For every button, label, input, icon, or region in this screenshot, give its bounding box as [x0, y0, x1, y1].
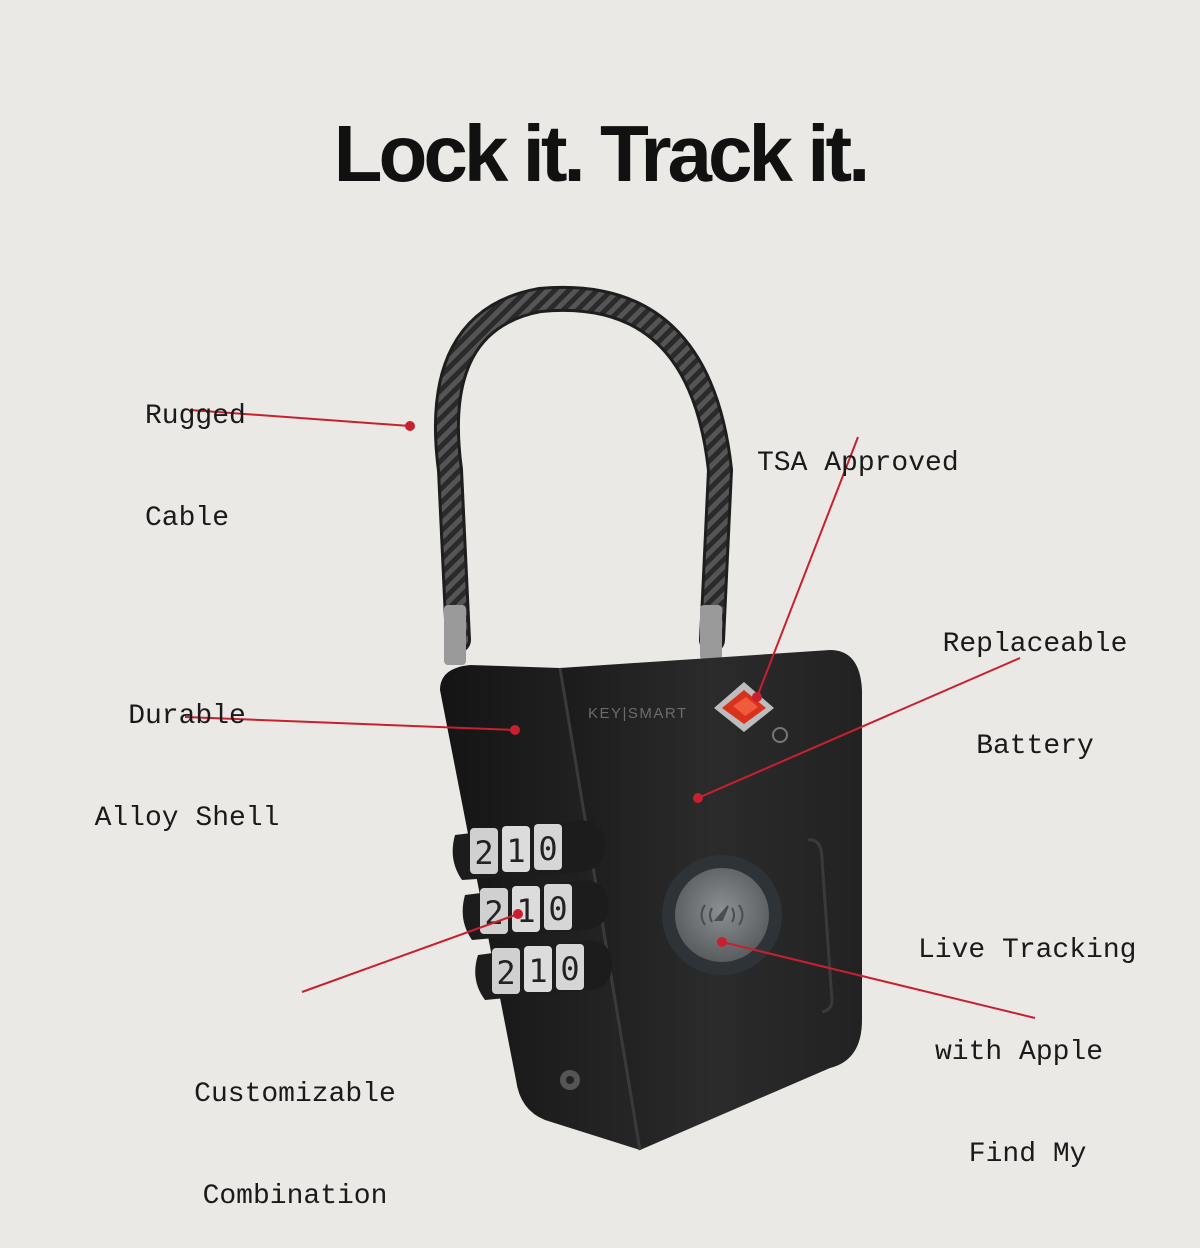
padlock-illustration: KEY|SMART 2 1 0 [184, 285, 1036, 1151]
find-my-button [662, 855, 782, 975]
label-live-tracking: Live Tracking with Apple Find My [918, 935, 1137, 1170]
dial-1-digit: 0 [538, 830, 557, 868]
callout-line-shell [184, 716, 516, 731]
dial-2-digit: 1 [516, 892, 535, 930]
find-my-signal-icon [700, 904, 744, 926]
label-customizable-combination: Customizable Combination [194, 1079, 396, 1212]
headline: Lock it. Track it. [333, 109, 871, 198]
brand-logo: KEY|SMART [588, 705, 688, 722]
callout-line-find-my [721, 941, 1036, 1019]
callout-line-tsa [756, 436, 859, 698]
label-durable-alloy-shell: Durable Alloy Shell [94, 701, 280, 834]
dial-3-digit: 2 [496, 954, 515, 992]
dial-1-digit: 1 [506, 832, 525, 870]
registered-mark-icon [772, 727, 788, 743]
dial-2-digit: 2 [484, 894, 503, 932]
callout-line-battery [697, 657, 1021, 799]
label-tsa-approved: TSA Approved [757, 448, 959, 479]
dial-3-digit: 0 [560, 950, 579, 988]
label-replaceable-battery: Replaceable Battery [942, 629, 1128, 762]
label-rugged-cable: Rugged Cable [145, 401, 246, 534]
dial-1-digit: 2 [474, 834, 493, 872]
combination-dials: 2 1 0 2 1 0 2 1 0 [452, 820, 612, 1000]
tsa-lock-icon [714, 682, 774, 732]
dial-2-digit: 0 [548, 890, 567, 928]
dial-3-digit: 1 [528, 952, 547, 990]
callout-line-rugged-cable [189, 409, 411, 427]
callout-line-combination [301, 913, 519, 993]
